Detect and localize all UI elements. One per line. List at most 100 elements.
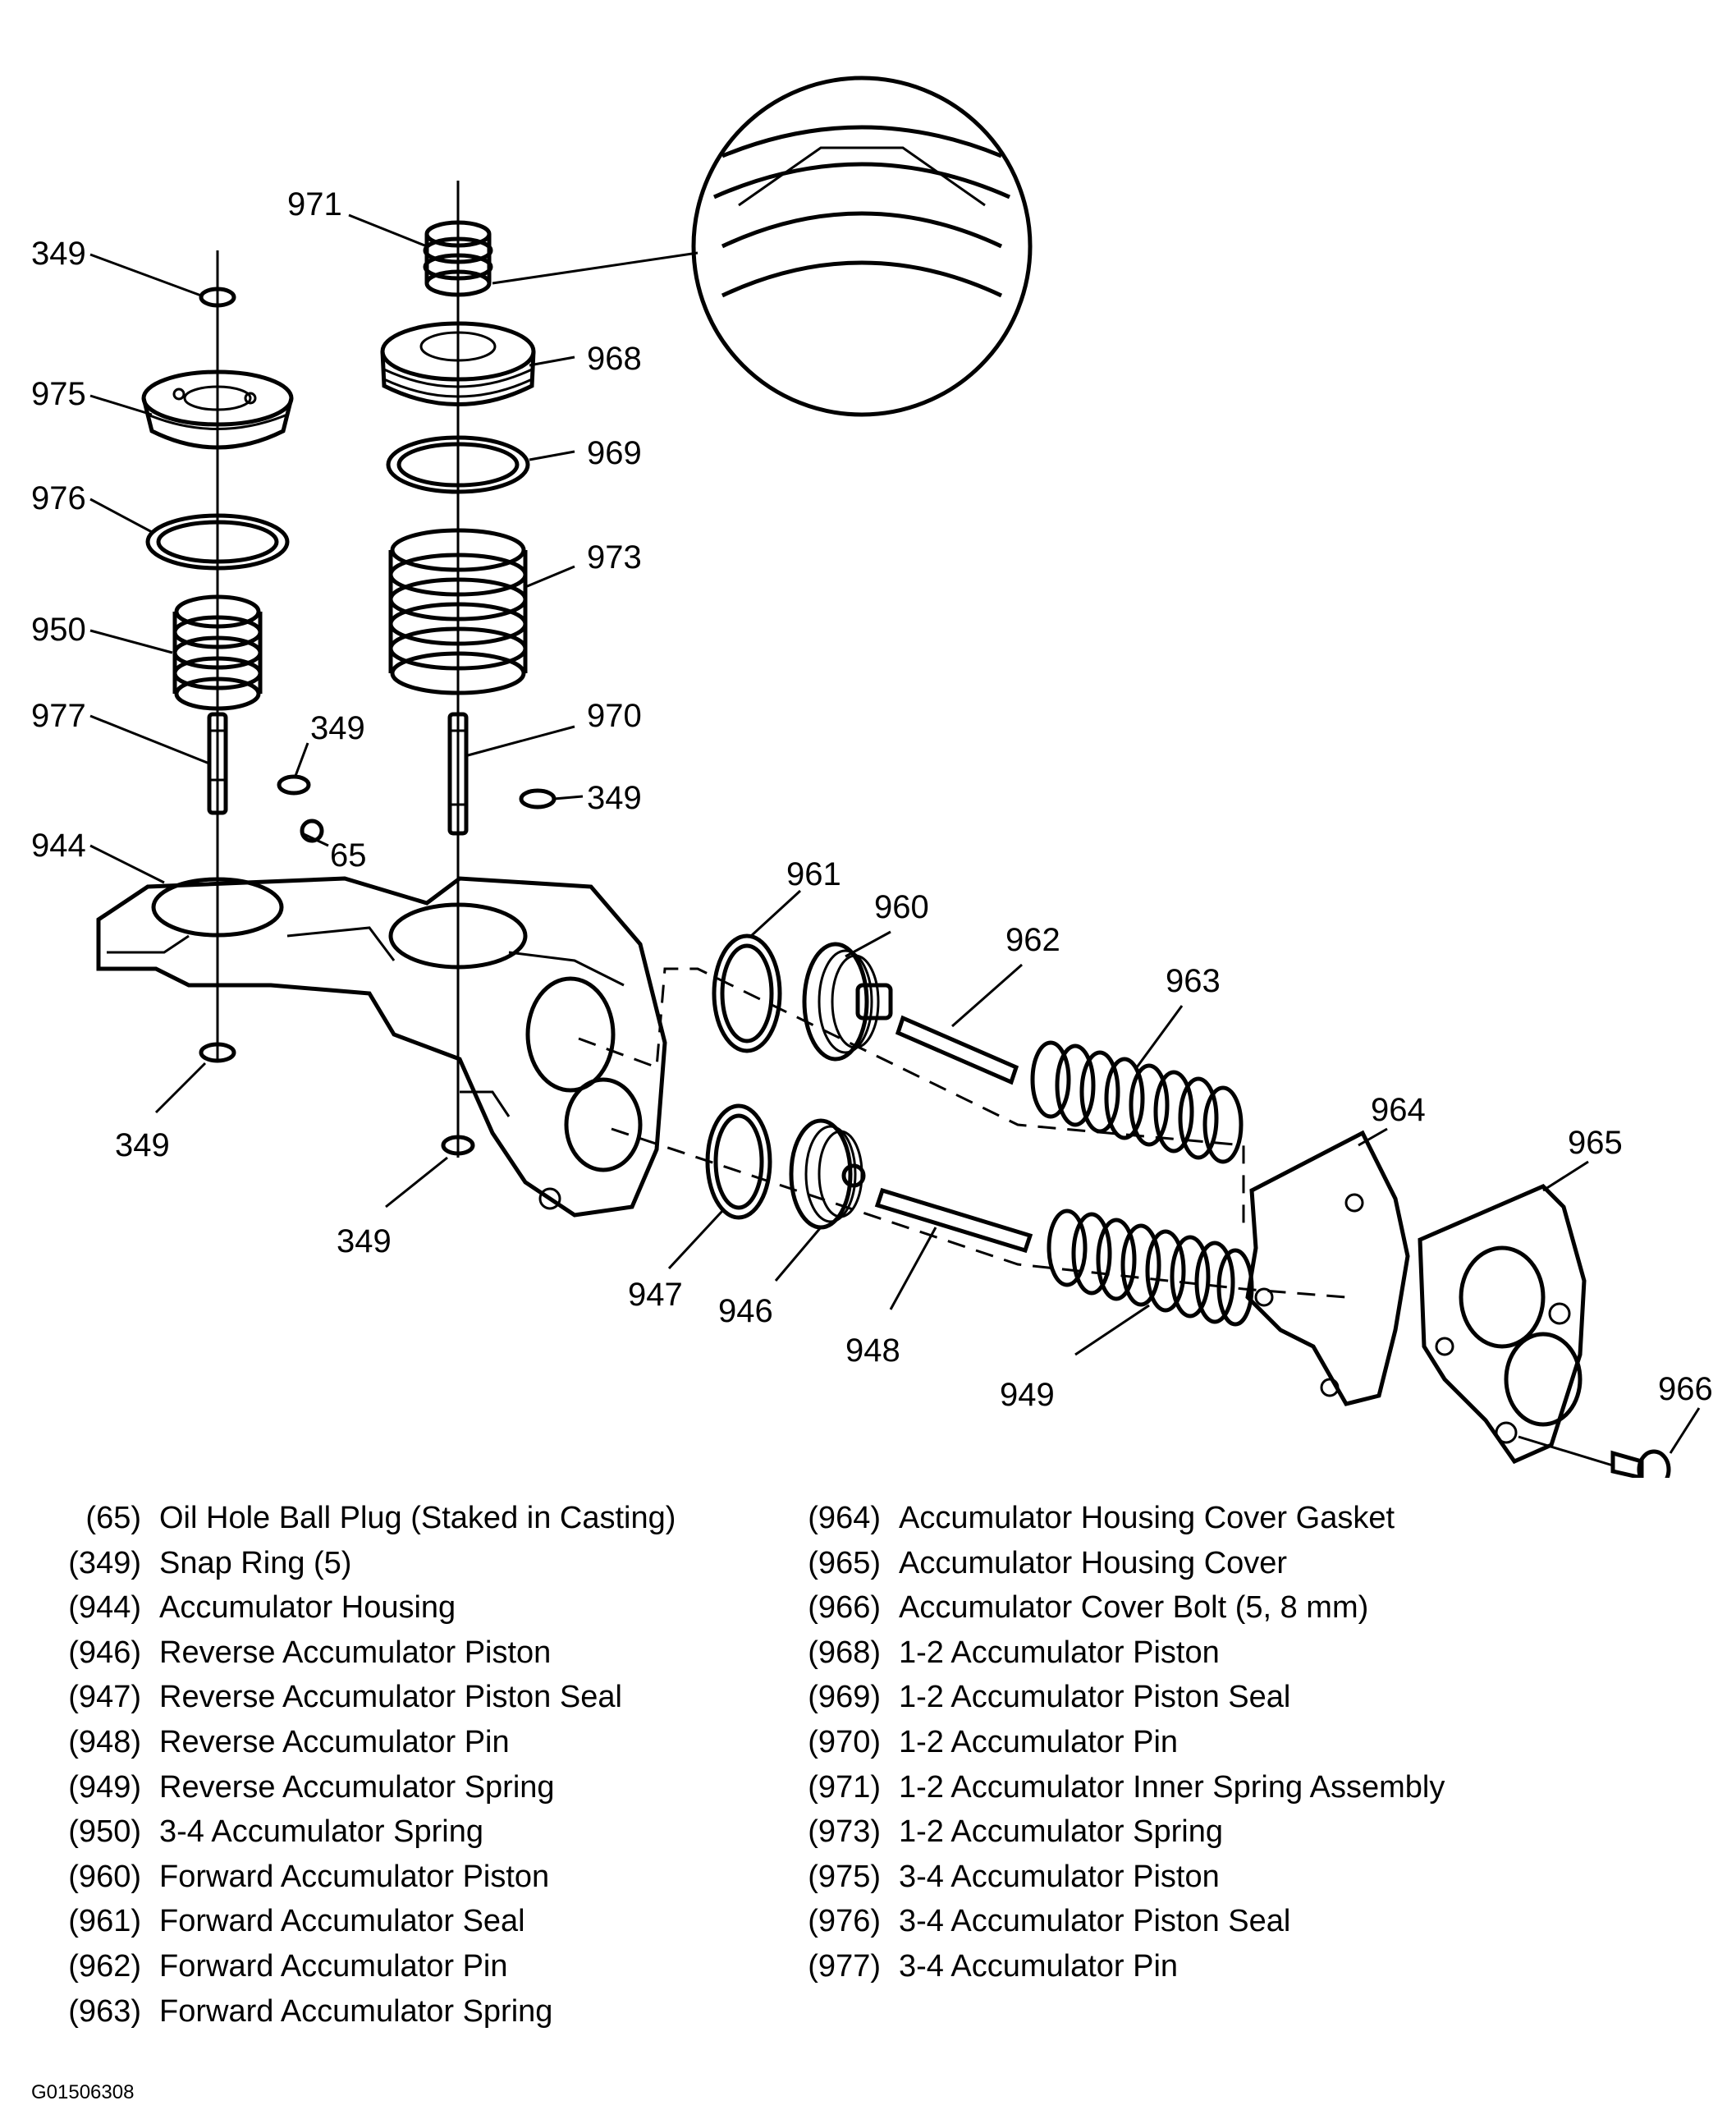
legend-item-number: (946) (68, 1635, 141, 1670)
bolt-966 (1518, 1435, 1671, 1478)
callout-947: 947 (628, 1277, 683, 1313)
callout-975: 975 (31, 376, 86, 412)
legend-item: (965)Accumulator Housing Cover (784, 1541, 1445, 1586)
legend-item-description: 1-2 Accumulator Spring (899, 1814, 1223, 1850)
legend-item: (970) 1-2 Accumulator Pin (784, 1720, 1445, 1765)
spring-950 (172, 594, 263, 711)
callout-65: 65 (330, 837, 367, 874)
callout-946: 946 (718, 1293, 773, 1329)
legend-item-number: (950) (68, 1814, 141, 1850)
piston-975 (141, 369, 294, 450)
callout-950: 950 (31, 612, 86, 648)
legend-item-number: (947) (68, 1680, 141, 1715)
callout-970: 970 (587, 698, 642, 734)
legend-item-number: (948) (68, 1724, 141, 1759)
reverse-accumulator-row (611, 1103, 1347, 1327)
forward-accumulator-row (578, 933, 1245, 1231)
column-3-4-accumulator (141, 250, 324, 1063)
legend-item-number: (961) (68, 1904, 141, 1939)
snap-ring-349-mid (277, 774, 311, 796)
callout-976: 976 (31, 480, 86, 516)
callout-963: 963 (1166, 963, 1221, 999)
legend-item: (948) Reverse Accumulator Pin (34, 1720, 676, 1765)
legend-item-number: (65) (85, 1501, 141, 1535)
legend-item-number: (964) (808, 1501, 881, 1535)
legend-item: (65) Oil Hole Ball Plug (Staked in Castin… (34, 1496, 676, 1541)
callout-962: 962 (1005, 922, 1060, 958)
legend-item-number: (349) (68, 1545, 141, 1580)
legend-item-number: (976) (808, 1904, 881, 1939)
seal-976 (145, 513, 290, 571)
snap-ring-349-lower (441, 1135, 475, 1156)
legend-item: (975) 3-4 Accumulator Piston (784, 1855, 1445, 1900)
spring-963 (1030, 1040, 1244, 1164)
spring-949 (1047, 1209, 1254, 1327)
snap-ring-349-bottom (199, 1042, 236, 1063)
legend-item-number: (968) (808, 1635, 881, 1670)
callouts: 349 975 976 950 977 349 944 65 349 971 9… (31, 186, 1713, 1413)
column-1-2-accumulator (380, 181, 557, 1158)
legend-item-description: Oil Hole Ball Plug (Staked in Casting) (159, 1501, 676, 1535)
legend-item: (966)Accumulator Cover Bolt (5, 8 mm) (784, 1585, 1445, 1631)
legend-item-description: 3-4 Accumulator Piston Seal (899, 1904, 1291, 1939)
figure-id: G01506308 (31, 2081, 135, 2103)
legend-item: (977)3-4 Accumulator Pin (784, 1944, 1445, 1989)
legend-item: (946)Reverse Accumulator Piston (34, 1631, 676, 1676)
legend-item: (960) Forward Accumulator Piston (34, 1855, 676, 1900)
callout-349: 349 (31, 236, 86, 272)
callout-349: 349 (115, 1127, 170, 1163)
legend-item: (971)1-2 Accumulator Inner Spring Assemb… (784, 1765, 1445, 1810)
exploded-view-diagram: 349 975 976 950 977 349 944 65 349 971 9… (31, 76, 1713, 1478)
piston-968 (380, 321, 536, 406)
legend-item-number: (960) (68, 1859, 141, 1894)
callout-969: 969 (587, 435, 642, 471)
legend-item-description: Reverse Accumulator Pin (159, 1724, 510, 1759)
cover-965 (1418, 1184, 1587, 1465)
legend-item-description: 1-2 Accumulator Pin (899, 1724, 1179, 1759)
piston-946 (789, 1118, 866, 1230)
legend-item-number: (963) (68, 1993, 141, 2029)
oil-hole-ball-plug-65 (300, 819, 324, 843)
legend-item-description: Forward Accumulator Spring (159, 1993, 553, 2029)
spring-973 (388, 528, 528, 695)
legend-item-description: 1-2 Accumulator Piston Seal (899, 1680, 1291, 1715)
callout-965: 965 (1568, 1125, 1623, 1161)
legend-right: (964)Accumulator Housing Cover Gasket(96… (784, 1496, 1445, 1989)
legend-item-number: (970) (808, 1724, 881, 1759)
legend-item: (949)Reverse Accumulator Spring (34, 1765, 676, 1810)
seal-961 (712, 933, 782, 1053)
gasket-964 (1245, 1130, 1410, 1406)
pin-970 (447, 712, 469, 836)
legend-item-description: 3-4 Accumulator Spring (159, 1814, 483, 1850)
piston-960 (802, 942, 893, 1062)
callout-971: 971 (287, 186, 342, 222)
callout-948: 948 (845, 1332, 900, 1369)
legend-item: (964) Accumulator Housing Cover Gasket (784, 1496, 1445, 1541)
legend-item-number: (969) (808, 1680, 881, 1715)
callout-349: 349 (587, 780, 642, 816)
legend-item-description: Forward Accumulator Seal (159, 1904, 525, 1939)
legend-item: (962) Forward Accumulator Pin (34, 1944, 676, 1989)
pin-948 (874, 1187, 1033, 1254)
callout-973: 973 (587, 539, 642, 576)
legend-item-description: Accumulator Housing (159, 1590, 456, 1626)
legend-item-description: Snap Ring (5) (159, 1545, 352, 1580)
pin-962 (895, 1015, 1019, 1085)
legend-item-description: Accumulator Cover Bolt (5, 8 mm) (899, 1590, 1369, 1626)
seal-969 (386, 435, 530, 494)
legend-item-number: (962) (68, 1948, 141, 1984)
legend-item-number: (949) (68, 1769, 141, 1805)
legend-item-number: (975) (808, 1859, 881, 1894)
seal-947 (705, 1103, 772, 1220)
legend-item: (963) Forward Accumulator Spring (34, 1989, 676, 2034)
accumulator-housing-944 (96, 876, 667, 1218)
legend-item-description: Forward Accumulator Pin (159, 1948, 508, 1984)
legend-item-description: Forward Accumulator Piston (159, 1859, 550, 1894)
legend-item-description: Accumulator Housing Cover Gasket (899, 1501, 1395, 1535)
legend-item-description: 3-4 Accumulator Pin (899, 1948, 1179, 1984)
legend-item: (961) Forward Accumulator Seal (34, 1899, 676, 1944)
legend-item-description: 1-2 Accumulator Piston (899, 1635, 1220, 1670)
detail-magnifier (492, 76, 1033, 417)
legend-item: (976) 3-4 Accumulator Piston Seal (784, 1899, 1445, 1944)
legend-item-description: 3-4 Accumulator Piston (899, 1859, 1220, 1894)
